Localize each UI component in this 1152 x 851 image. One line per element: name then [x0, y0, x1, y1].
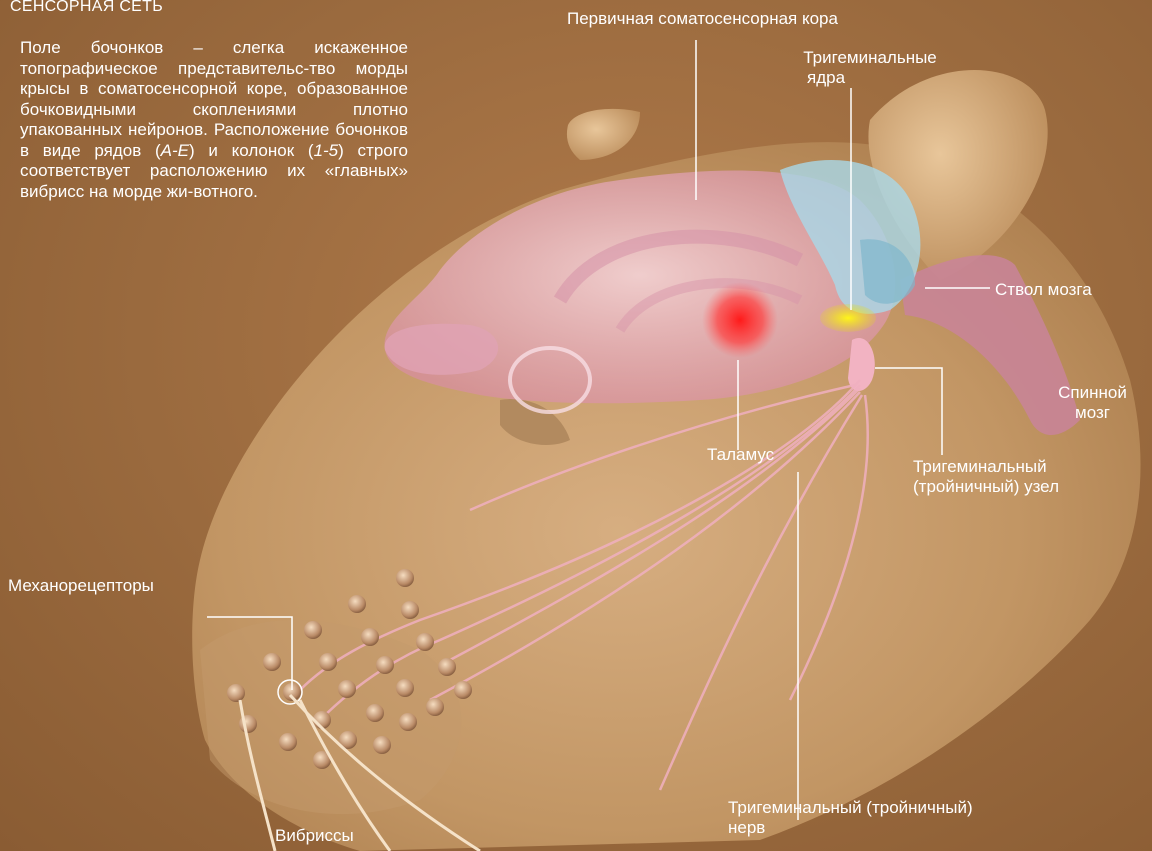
label-nerve-line2: нерв — [728, 818, 973, 838]
follicle — [401, 601, 419, 619]
label-trigeminal-nuclei: Тригеминальные ядра — [775, 48, 965, 88]
follicle — [263, 653, 281, 671]
follicle — [438, 658, 456, 676]
intro-rows: A-E — [161, 141, 189, 160]
follicle — [373, 736, 391, 754]
follicle — [348, 595, 366, 613]
intro-part2: ) и колонок ( — [189, 141, 314, 160]
label-ganglion-line2: (тройничный) узел — [913, 477, 1059, 497]
label-vibrissae: Вибриссы — [275, 826, 354, 846]
follicle — [304, 621, 322, 639]
intro-cols: 1-5 — [314, 141, 339, 160]
label-ganglion-line1: Тригеминальный — [913, 457, 1059, 477]
trigeminal-nuclei — [820, 304, 876, 332]
follicle — [399, 713, 417, 731]
follicle — [376, 656, 394, 674]
label-trigeminal-nuclei-line2: ядра — [775, 68, 965, 88]
follicle — [396, 679, 414, 697]
label-brainstem: Ствол мозга — [995, 280, 1092, 300]
follicle — [454, 681, 472, 699]
follicle — [338, 680, 356, 698]
follicle — [396, 569, 414, 587]
label-spinal-line1: Спинной — [1035, 383, 1150, 403]
section-title: СЕНСОРНАЯ СЕТЬ — [10, 0, 163, 16]
follicle — [426, 698, 444, 716]
follicle — [319, 653, 337, 671]
label-trigeminal-nuclei-line1: Тригеминальные — [775, 48, 965, 68]
intro-paragraph: Поле бочонков – слегка искаженное топогр… — [20, 38, 408, 202]
label-nerve-line1: Тригеминальный (тройничный) — [728, 798, 973, 818]
left-ear — [567, 109, 640, 160]
follicle — [279, 733, 297, 751]
label-cortex: Первичная соматосенсорная кора — [567, 9, 838, 29]
thalamus-spot — [702, 282, 778, 358]
label-nerve: Тригеминальный (тройничный) нерв — [728, 798, 973, 838]
label-ganglion: Тригеминальный (тройничный) узел — [913, 457, 1059, 497]
label-spinal-cord: Спинной мозг — [1035, 383, 1150, 423]
follicle — [361, 628, 379, 646]
label-spinal-line2: мозг — [1035, 403, 1150, 423]
follicle — [227, 684, 245, 702]
label-mechanoreceptors: Механорецепторы — [8, 576, 154, 596]
follicle — [366, 704, 384, 722]
follicle — [416, 633, 434, 651]
label-thalamus: Таламус — [707, 445, 774, 465]
